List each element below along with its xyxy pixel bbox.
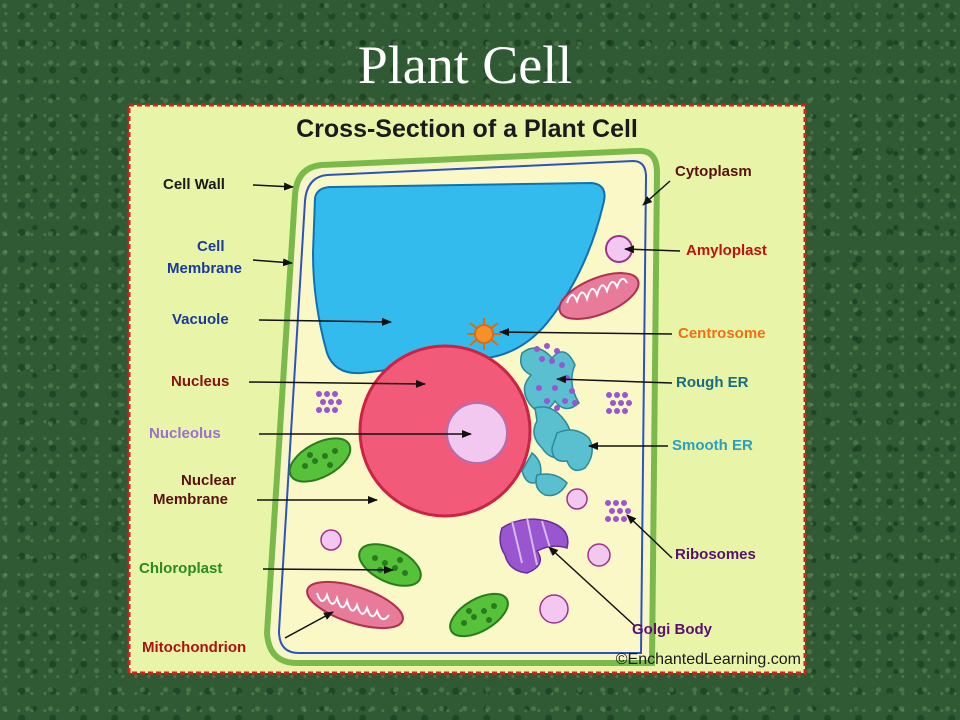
ribosome-cluster-1 [316,391,342,413]
credit-text: ©EnchantedLearning.com [615,651,801,668]
label-chloroplast: Chloroplast [139,560,223,577]
label-nucleolus: Nucleolus [149,425,221,442]
label-ribosomes: Ribosomes [675,546,756,563]
chloroplast-3 [449,592,509,638]
nucleus [358,344,532,518]
nucleolus [446,402,508,464]
label-mitochondrion: Mitochondrion [142,639,247,656]
label-vacuole: Vacuole [172,311,229,328]
mitochondrion-2 [306,580,404,630]
centrosome [467,318,501,350]
label-cell-wall: Cell Wall [163,176,225,193]
mitochondrion-1 [558,272,640,320]
label-nuclear-membrane-line2: Membrane [153,491,229,508]
slide-title: Plant Cell [357,35,573,95]
smooth-er [535,429,593,497]
label-smooth-er: Smooth ER [672,437,753,454]
chloroplast-1 [288,437,352,483]
label-rough-er: Rough ER [676,374,749,391]
label-amyloplast: Amyloplast [686,242,767,259]
label-cell-membrane-line1: Cell [197,238,225,255]
leader-arrows [248,180,681,639]
label-cell-membrane-line2: Membrane [167,260,243,277]
plant-cell-diagram: Cross-Section of a Plant Cell Cell Wall … [127,103,807,675]
vesicles [320,488,611,624]
label-centrosome: Centrosome [678,325,766,342]
diagram-heading: Cross-Section of a Plant Cell [296,115,638,143]
ribosome-cluster-3 [605,500,631,522]
label-golgi-body: Golgi Body [632,621,712,638]
label-nuclear-membrane-line1: Nuclear [181,472,237,489]
chloroplast-2 [358,543,422,587]
label-nucleus: Nucleus [171,373,230,390]
rough-er-ribosomes [534,343,578,411]
diagram-canvas [127,103,807,675]
label-cytoplasm: Cytoplasm [675,163,752,180]
ribosome-cluster-2 [606,392,632,414]
